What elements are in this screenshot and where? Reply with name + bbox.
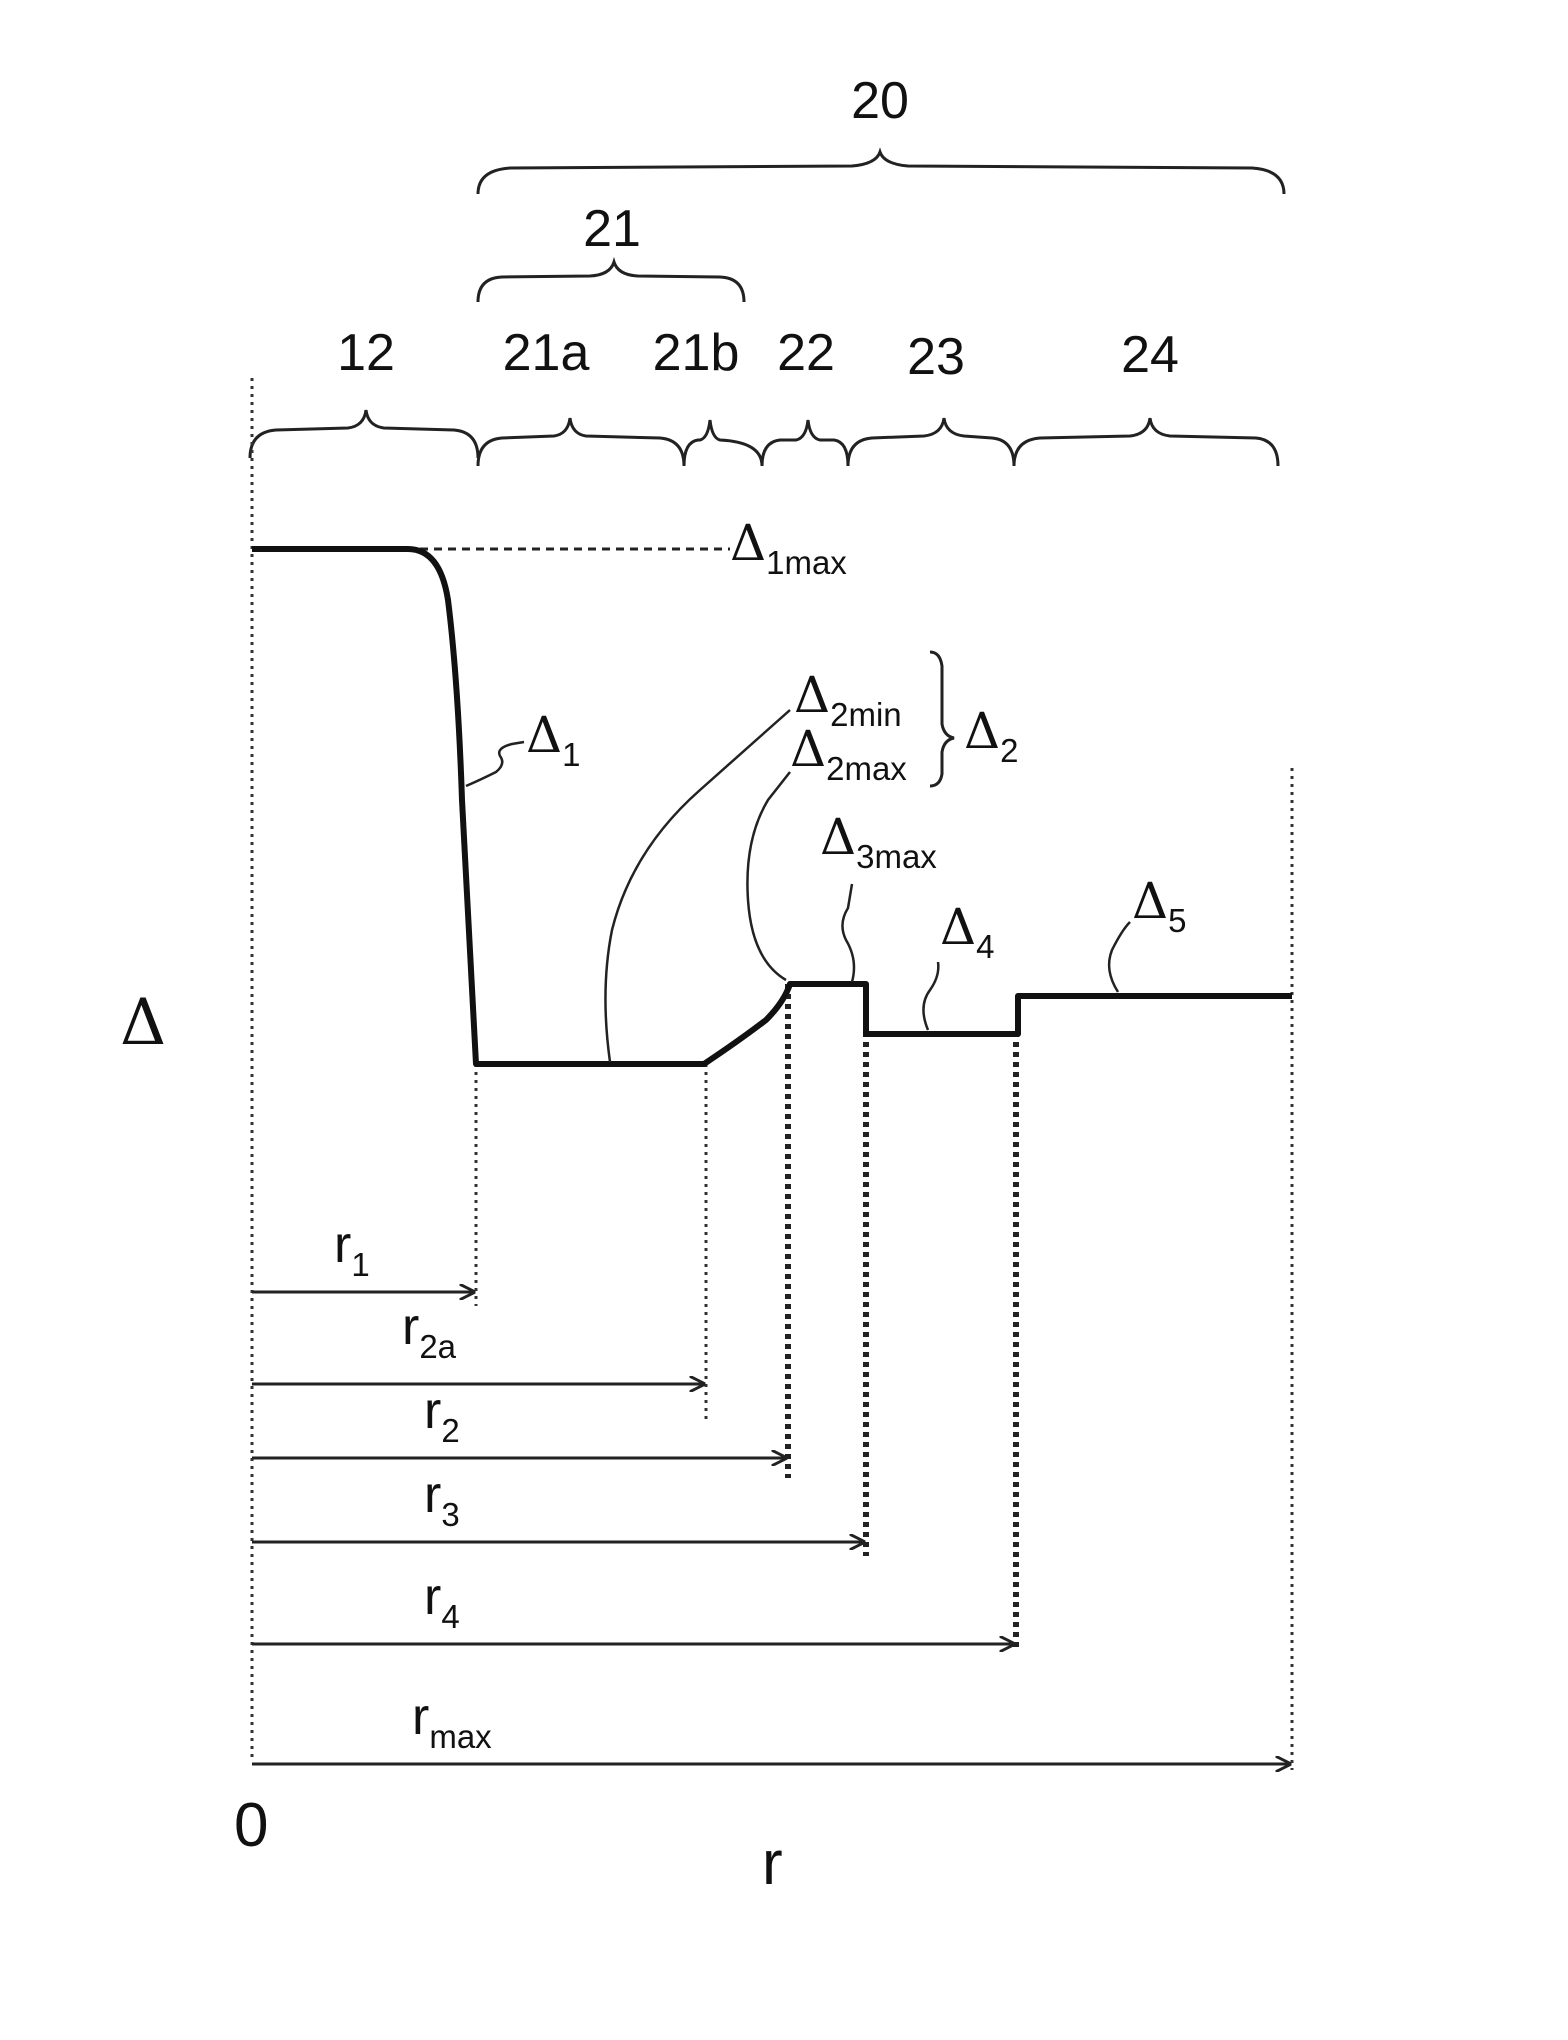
label-rmax: rmax: [412, 1688, 492, 1755]
label-r3: r3: [424, 1466, 460, 1533]
refractive-index-profile-curve: [252, 549, 1292, 1064]
label-20: 20: [851, 72, 909, 130]
delta-2max-leader: [747, 772, 790, 980]
delta-1max-label: Δ1max: [730, 514, 847, 581]
delta-2min-leader: [605, 710, 790, 1062]
label-22: 22: [777, 324, 835, 382]
label-21a: 21a: [503, 324, 590, 382]
label-21: 21: [583, 200, 641, 258]
brace-23: [848, 418, 1014, 466]
svg-text:r2: r2: [424, 1382, 460, 1449]
brace-21: [478, 262, 744, 302]
svg-text:Δ4: Δ4: [940, 898, 994, 965]
delta-3max-label: Δ3max: [820, 808, 937, 875]
delta-4-leader: [923, 962, 938, 1030]
delta-5-leader: [1109, 922, 1130, 992]
delta-2-label: Δ2: [964, 702, 1018, 769]
svg-text:r3: r3: [424, 1466, 460, 1533]
label-r4: r4: [424, 1568, 460, 1635]
delta-1-label: Δ1: [526, 706, 580, 773]
delta-1-leader: [466, 742, 524, 786]
delta-5-label: Δ5: [1132, 872, 1186, 939]
brace-20: [478, 152, 1284, 194]
delta-4-label: Δ4: [940, 898, 994, 965]
brace-21b: [684, 420, 762, 466]
axis-label-delta: Δ: [120, 986, 166, 1060]
label-r2: r2: [424, 1382, 460, 1449]
label-24: 24: [1121, 326, 1179, 384]
delta-3max-leader: [842, 884, 854, 982]
brace-24: [1014, 418, 1278, 466]
svg-text:rmax: rmax: [412, 1688, 492, 1755]
svg-text:Δ3max: Δ3max: [820, 808, 937, 875]
svg-text:Δ2: Δ2: [964, 702, 1018, 769]
svg-text:Δ1max: Δ1max: [730, 514, 847, 581]
brace-12: [250, 410, 478, 458]
label-12: 12: [337, 324, 395, 382]
label-r2a: r2a: [402, 1298, 457, 1365]
axis-label-r: r: [762, 1829, 783, 1898]
label-23: 23: [907, 328, 965, 386]
svg-text:Δ1: Δ1: [526, 706, 580, 773]
label-21b: 21b: [653, 324, 740, 382]
svg-text:r2a: r2a: [402, 1298, 457, 1365]
brace-21a: [478, 418, 684, 466]
origin-label: 0: [234, 1791, 268, 1860]
label-r1: r1: [334, 1216, 370, 1283]
brace-delta-2: [930, 652, 954, 786]
svg-text:r4: r4: [424, 1568, 460, 1635]
brace-22: [762, 420, 848, 466]
svg-text:Δ5: Δ5: [1132, 872, 1186, 939]
svg-text:r1: r1: [334, 1216, 370, 1283]
